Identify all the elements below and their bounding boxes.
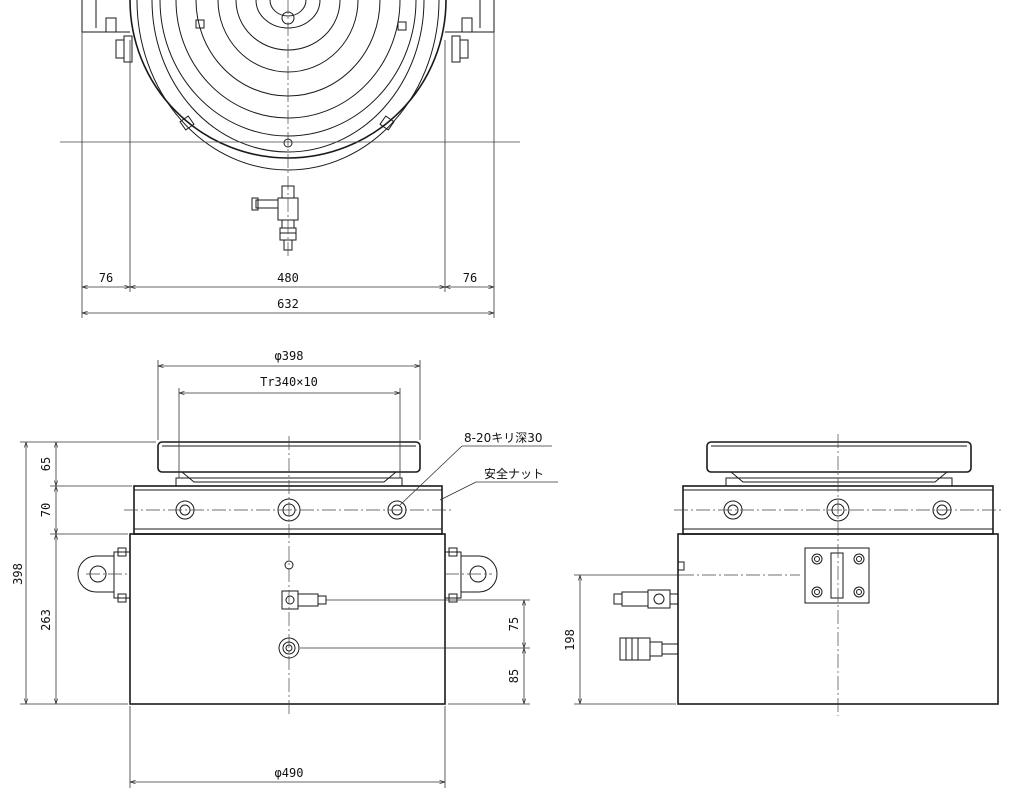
dim-saddle-height: 65: [39, 457, 53, 471]
dim-port-upper: 75: [507, 617, 521, 631]
dim-body-width: 480: [277, 271, 299, 285]
dim-body-height: 263: [39, 609, 53, 631]
dim-coupler-height: 198: [563, 629, 577, 651]
note-safety-nut: 安全ナット: [484, 466, 544, 481]
dim-port-lower: 85: [507, 669, 521, 683]
dim-thread: Tr340×10: [260, 375, 318, 389]
side-view: [613, 434, 1004, 716]
top-view: [60, 0, 520, 258]
dim-nut-height: 70: [39, 503, 53, 517]
front-view: [77, 436, 498, 716]
dim-left-flange: 76: [99, 271, 113, 285]
front-view-dimensions: φ398 Tr340×10 398 65 70 263 75 85 φ490: [11, 349, 558, 788]
top-view-dimensions: 76 480 76 632: [81, 32, 495, 318]
note-holes: 8-20キリ深30: [464, 431, 543, 445]
dim-body-dia: φ490: [275, 766, 304, 780]
dim-saddle-dia: φ398: [275, 349, 304, 363]
dim-overall-height: 398: [11, 563, 25, 585]
side-view-dimensions: 198: [563, 574, 680, 705]
dim-overall-width: 632: [277, 297, 299, 311]
dim-right-flange: 76: [463, 271, 477, 285]
